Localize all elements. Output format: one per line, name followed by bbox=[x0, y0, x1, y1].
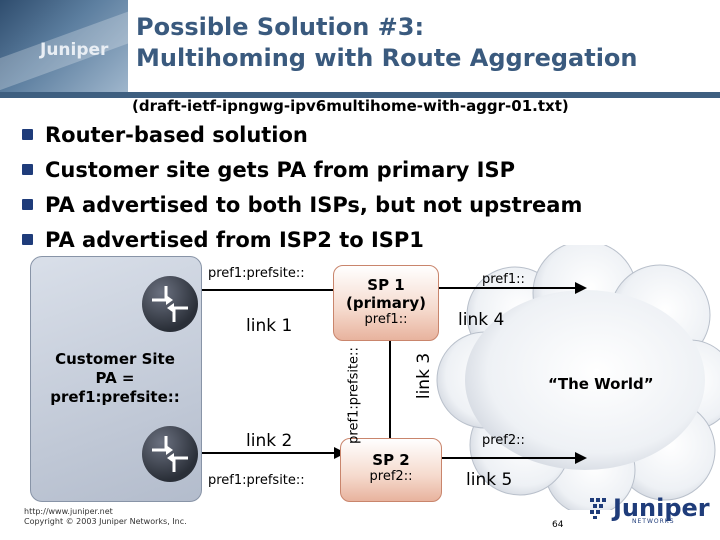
square-bullet-icon bbox=[22, 128, 33, 140]
footer-logo-sub: NETWORKS bbox=[632, 518, 675, 525]
bullet-item: PA advertised from ISP2 to ISP1 bbox=[22, 223, 582, 258]
slide-subtitle: (draft-ietf-ipngwg-ipv6multihome-with-ag… bbox=[132, 97, 569, 115]
sp2-title: SP 2 bbox=[372, 451, 410, 469]
arrow-link5 bbox=[575, 452, 587, 464]
footer: http://www.juniper.net Copyright © 2003 … bbox=[24, 507, 187, 527]
link-4-label: link 4 bbox=[458, 310, 505, 330]
router-icon bbox=[142, 426, 198, 482]
world-label: “The World” bbox=[548, 375, 654, 393]
link-3-label: link 3 bbox=[414, 352, 434, 400]
square-bullet-icon bbox=[22, 233, 33, 245]
bullet-text: Customer site gets PA from primary ISP bbox=[45, 158, 515, 182]
header-logo-text: Juniper bbox=[40, 40, 109, 60]
footer-url[interactable]: http://www.juniper.net bbox=[24, 507, 113, 516]
bullet-item: PA advertised to both ISPs, but not upst… bbox=[22, 188, 582, 223]
link-5-label: link 5 bbox=[466, 470, 513, 490]
sp1-subtitle: (primary) bbox=[346, 294, 426, 312]
pref-label-top: pref1:prefsite:: bbox=[208, 266, 305, 281]
pref-label-world-top: pref1:: bbox=[482, 272, 525, 287]
bullet-item: Router-based solution bbox=[22, 118, 582, 153]
sp1-prefix: pref1:: bbox=[364, 312, 408, 327]
square-bullet-icon bbox=[22, 198, 33, 210]
arrow-link4 bbox=[575, 282, 587, 294]
sp2-box: SP 2 pref2:: bbox=[340, 438, 442, 502]
bullet-text: Router-based solution bbox=[45, 123, 308, 147]
link-1-label: link 1 bbox=[246, 316, 293, 336]
title-line-2: Multihoming with Route Aggregation bbox=[136, 44, 638, 72]
header-rule bbox=[128, 92, 720, 98]
bullet-list: Router-based solution Customer site gets… bbox=[22, 118, 582, 258]
customer-site-label: Customer Site PA = pref1:prefsite:: bbox=[30, 350, 200, 407]
router-icon bbox=[142, 276, 198, 332]
footer-copyright: Copyright © 2003 Juniper Networks, Inc. bbox=[24, 517, 187, 526]
customer-site-line-1: Customer Site bbox=[55, 350, 175, 368]
pref-label-bottom: pref1:prefsite:: bbox=[208, 473, 305, 488]
header-rule-left bbox=[0, 92, 128, 98]
header-logo-panel: Juniper bbox=[0, 0, 128, 92]
footer-logo: Juniper bbox=[613, 494, 710, 522]
title-line-1: Possible Solution #3: bbox=[136, 13, 425, 41]
juniper-logo-icon bbox=[590, 498, 606, 519]
bullet-text: PA advertised to both ISPs, but not upst… bbox=[45, 193, 583, 217]
square-bullet-icon bbox=[22, 163, 33, 175]
internet-cloud-icon bbox=[436, 245, 720, 510]
link-2-label: link 2 bbox=[246, 431, 293, 451]
slide-title: Possible Solution #3: Multihoming with R… bbox=[136, 12, 716, 74]
bullet-text: PA advertised from ISP2 to ISP1 bbox=[45, 228, 424, 252]
customer-site-line-2: PA = bbox=[95, 369, 135, 387]
page-number: 64 bbox=[552, 520, 564, 530]
sp1-title: SP 1 bbox=[367, 276, 405, 294]
pref-label-vertical: pref1:prefsite:: bbox=[346, 347, 362, 444]
sp2-prefix: pref2:: bbox=[369, 469, 413, 484]
pref-label-world-bottom: pref2:: bbox=[482, 433, 525, 448]
sp1-box: SP 1 (primary) pref1:: bbox=[333, 265, 439, 341]
bullet-item: Customer site gets PA from primary ISP bbox=[22, 153, 582, 188]
customer-site-line-3: pref1:prefsite:: bbox=[50, 388, 180, 406]
